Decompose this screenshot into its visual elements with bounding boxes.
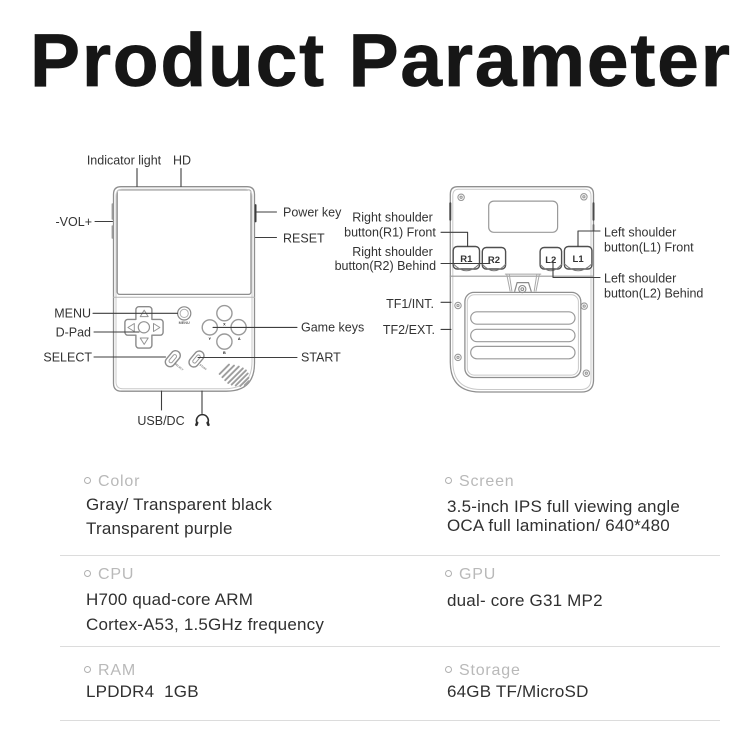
svg-text:TF1/INT.: TF1/INT. (386, 297, 434, 311)
svg-text:Indicator light: Indicator light (87, 154, 162, 168)
svg-text:R1: R1 (460, 254, 473, 265)
svg-text:Right shoulder: Right shoulder (352, 245, 433, 259)
svg-text:Right shoulder: Right shoulder (352, 211, 433, 225)
svg-text:Left shoulder: Left shoulder (604, 271, 676, 285)
svg-text:Left shoulder: Left shoulder (604, 225, 676, 239)
svg-text:Power key: Power key (283, 206, 342, 220)
svg-text:SELECT: SELECT (43, 351, 92, 365)
svg-text:D-Pad: D-Pad (56, 326, 91, 340)
svg-text:button(L2) Behind: button(L2) Behind (604, 286, 703, 300)
svg-text:TF2/EXT.: TF2/EXT. (383, 323, 435, 337)
svg-text:SELECT: SELECT (174, 362, 185, 372)
svg-text:USB/DC: USB/DC (137, 414, 184, 428)
svg-text:RESET: RESET (283, 232, 325, 246)
svg-text:B: B (223, 351, 226, 355)
svg-text:START: START (199, 363, 208, 372)
svg-text:Y: Y (209, 337, 212, 341)
svg-text:MENU: MENU (179, 321, 190, 325)
svg-text:HD: HD (173, 154, 191, 168)
svg-text:button(R2) Behind: button(R2) Behind (335, 259, 437, 273)
svg-text:button(L1) Front: button(L1) Front (604, 240, 694, 254)
svg-text:L1: L1 (573, 254, 585, 265)
svg-text:Game keys: Game keys (301, 321, 364, 335)
svg-text:button(R1) Front: button(R1) Front (344, 225, 436, 239)
svg-text:L2: L2 (545, 255, 556, 266)
svg-text:-VOL+: -VOL+ (56, 215, 92, 229)
svg-text:MENU: MENU (54, 307, 91, 321)
svg-text:A: A (238, 337, 241, 341)
svg-text:X: X (223, 323, 226, 327)
svg-text:R2: R2 (488, 255, 500, 266)
svg-text:START: START (301, 351, 341, 365)
